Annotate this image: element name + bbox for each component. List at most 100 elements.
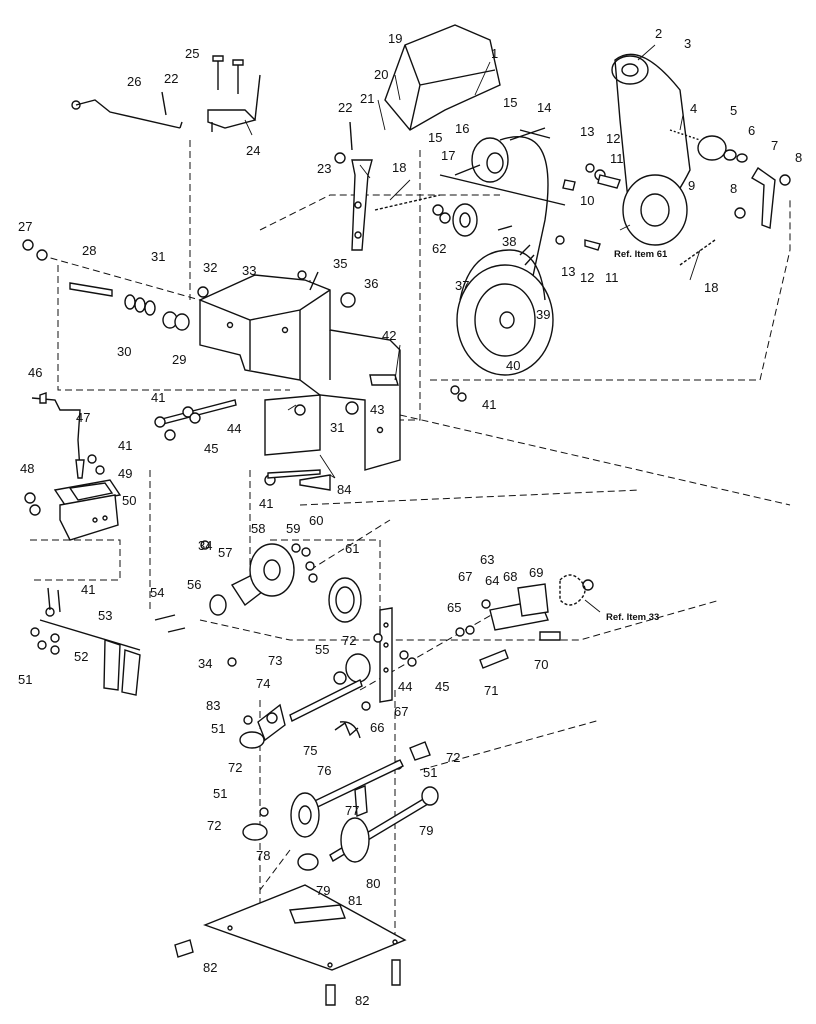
callout-label: 84: [337, 482, 351, 497]
callout-label: 72: [342, 633, 356, 648]
callout-label: 68: [503, 569, 517, 584]
callout-label: 14: [537, 100, 551, 115]
callout-label: 63: [480, 552, 494, 567]
callout-label: 38: [502, 234, 516, 249]
callout-label: 71: [484, 683, 498, 698]
ref-item-33-note: Ref. Item 33: [606, 612, 659, 623]
callout-label: 44: [398, 679, 412, 694]
callout-label: 4: [690, 101, 697, 116]
callout-label: 49: [118, 466, 132, 481]
callout-label: 42: [382, 328, 396, 343]
drive-lever: [30, 587, 141, 696]
callout-label: 78: [256, 848, 270, 863]
callout-label: 5: [730, 103, 737, 118]
callout-label: 72: [207, 818, 221, 833]
callout-label: 81: [348, 893, 362, 908]
callout-label: 82: [355, 993, 369, 1008]
callout-label: 51: [423, 765, 437, 780]
callout-label: 12: [580, 270, 594, 285]
callout-label: 82: [203, 960, 217, 975]
callout-label: 77: [345, 803, 359, 818]
callout-label: 17: [441, 148, 455, 163]
shift-bracket: [24, 479, 122, 541]
callout-label: 13: [561, 264, 575, 279]
idler-linkage: [334, 121, 441, 251]
callout-label: 51: [213, 786, 227, 801]
callout-label: 40: [506, 358, 520, 373]
callout-label: 22: [164, 71, 178, 86]
ref-item-61-note: Ref. Item 61: [614, 249, 668, 260]
callout-label: 31: [151, 249, 165, 264]
belt-cover: [384, 24, 501, 131]
callout-label: 79: [316, 883, 330, 898]
callout-label: 1: [491, 46, 498, 61]
callout-label: 65: [447, 600, 461, 615]
callout-label: 72: [446, 750, 460, 765]
callout-label: 13: [580, 124, 594, 139]
callout-label: 67: [394, 704, 408, 719]
left-shaft-and-crank: [22, 239, 209, 479]
callout-label: 34: [198, 538, 212, 553]
callout-label: 35: [333, 256, 347, 271]
callout-label: 48: [20, 461, 34, 476]
friction-wheel-assembly: [154, 540, 362, 667]
callout-label: 7: [771, 138, 778, 153]
callout-label: 41: [151, 390, 165, 405]
callout-label: 64: [485, 573, 499, 588]
callout-label: 27: [18, 219, 32, 234]
callout-label: 12: [606, 131, 620, 146]
callout-label: 26: [127, 74, 141, 89]
callout-label: 69: [529, 565, 543, 580]
callout-label: 20: [374, 67, 388, 82]
sprocket-drive: [239, 607, 439, 871]
callout-label: 36: [364, 276, 378, 291]
bottom-cover-plate: [174, 884, 407, 1006]
callout-label: 50: [122, 493, 136, 508]
callout-label: 41: [259, 496, 273, 511]
callout-label: 57: [218, 545, 232, 560]
callout-label: 39: [536, 307, 550, 322]
callout-label: 32: [203, 260, 217, 275]
callout-label: 3: [684, 36, 691, 51]
callout-label: 45: [204, 441, 218, 456]
callout-label: 58: [251, 521, 265, 536]
callout-label: 2: [655, 26, 662, 41]
callout-label: 41: [81, 582, 95, 597]
drive-pulleys-and-belts: [432, 53, 791, 376]
callout-label: 22: [338, 100, 352, 115]
callout-label: 54: [150, 585, 164, 600]
callout-label: 21: [360, 91, 374, 106]
callout-label: 70: [534, 657, 548, 672]
callout-label: 28: [82, 243, 96, 258]
callout-label: 43: [370, 402, 384, 417]
callout-label: 66: [370, 720, 384, 735]
callout-label: 52: [74, 649, 88, 664]
callout-label: 44: [227, 421, 241, 436]
callout-label: 75: [303, 743, 317, 758]
callout-label: 61: [345, 541, 359, 556]
shift-rod-assembly: [71, 55, 261, 132]
idler-bracket: [455, 574, 594, 669]
callout-label: 55: [315, 642, 329, 657]
callout-label: 30: [117, 344, 131, 359]
callout-label: 24: [246, 143, 260, 158]
callout-label: 76: [317, 763, 331, 778]
main-frame: [199, 270, 401, 471]
assembly-guide-lines: [30, 140, 791, 940]
callout-label: 37: [455, 278, 469, 293]
callout-label: 62: [432, 241, 446, 256]
callout-label: 47: [76, 410, 90, 425]
bolts-and-washers: [87, 385, 467, 491]
callout-label: 9: [688, 178, 695, 193]
callout-label: 41: [482, 397, 496, 412]
callout-label: 46: [28, 365, 42, 380]
callout-label: 18: [704, 280, 718, 295]
callout-label: 79: [419, 823, 433, 838]
callout-label: 23: [317, 161, 331, 176]
callout-label: 56: [187, 577, 201, 592]
callout-label: 10: [580, 193, 594, 208]
callout-label: 80: [366, 876, 380, 891]
callout-label: 53: [98, 608, 112, 623]
callout-label: 45: [435, 679, 449, 694]
